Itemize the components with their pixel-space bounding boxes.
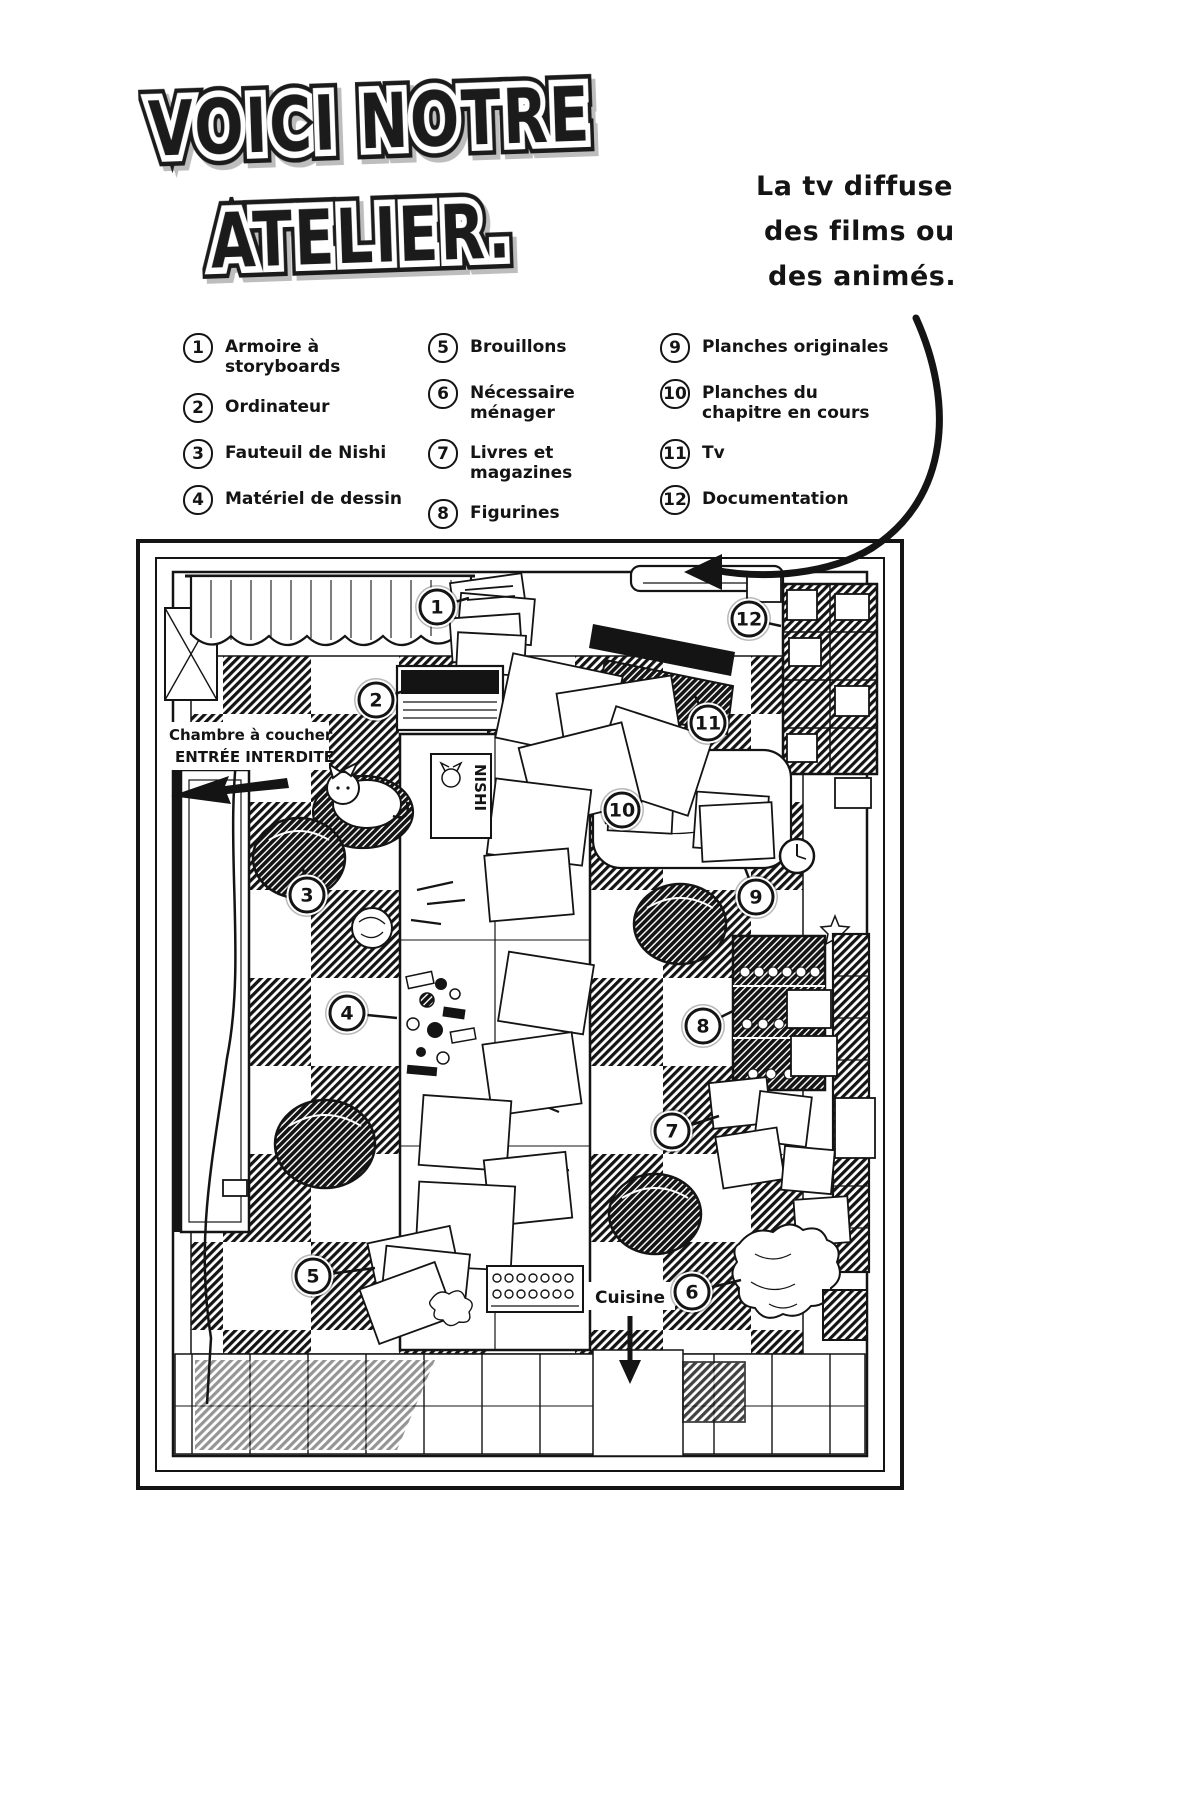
curtains bbox=[185, 574, 475, 647]
legend-label-6: Nécessaire ménager bbox=[470, 383, 575, 423]
legend-number-5: 5 bbox=[428, 333, 458, 363]
legend-label-4: Matériel de dessin bbox=[225, 489, 403, 509]
draft-papers bbox=[358, 1224, 473, 1346]
legend-label-9: Planches originales bbox=[702, 337, 889, 357]
legend-item-1: 1 Armoire à storyboards bbox=[183, 333, 428, 377]
tv-note-line-3: des animés. bbox=[768, 261, 957, 292]
map-marker-3: 3 bbox=[288, 876, 326, 914]
power-cord bbox=[203, 737, 241, 1405]
legend-label-11: Tv bbox=[702, 443, 725, 463]
map-marker-12: 12 bbox=[730, 600, 768, 638]
legend-number-9: 9 bbox=[660, 333, 690, 363]
map-marker-1: 1 bbox=[418, 588, 456, 626]
kitchen-label: Cuisine bbox=[595, 1288, 665, 1308]
pen-tray bbox=[486, 1265, 584, 1313]
outlet bbox=[222, 1179, 248, 1197]
office-chair-2 bbox=[273, 1098, 377, 1190]
legend-item-3: 3 Fauteuil de Nishi bbox=[183, 439, 428, 469]
legend-number-4: 4 bbox=[183, 485, 213, 515]
legend-column-1: 1 Armoire à storyboards 2 Ordinateur 3 F… bbox=[183, 333, 428, 529]
wall-clock bbox=[778, 837, 816, 875]
legend-number-8: 8 bbox=[428, 499, 458, 529]
legend-item-12: 12 Documentation bbox=[660, 485, 895, 515]
kitchen-annotation: Cuisine bbox=[585, 1282, 675, 1384]
map-marker-11: 11 bbox=[689, 704, 727, 742]
legend-item-6: 6 Nécessaire ménager bbox=[428, 379, 660, 423]
legend-label-5: Brouillons bbox=[470, 337, 567, 357]
map-marker-5: 5 bbox=[294, 1257, 332, 1295]
legend-column-3: 9 Planches originales 10 Planches du cha… bbox=[660, 333, 895, 529]
cat-toy bbox=[351, 907, 393, 949]
legend: 1 Armoire à storyboards 2 Ordinateur 3 F… bbox=[183, 333, 895, 529]
legend-column-2: 5 Brouillons 6 Nécessaire ménager 7 Livr… bbox=[428, 333, 660, 529]
drawing-materials bbox=[405, 970, 477, 1077]
door-gap bbox=[173, 770, 181, 1232]
office-chair-3 bbox=[607, 1172, 703, 1256]
page-title: VOICI NOTRE ATELIER. bbox=[147, 70, 596, 286]
legend-number-7: 7 bbox=[428, 439, 458, 469]
tv-note: La tv diffuse des films ou des animés. bbox=[756, 164, 956, 299]
genkan-mat bbox=[682, 1361, 746, 1423]
legend-item-9: 9 Planches originales bbox=[660, 333, 895, 363]
legend-number-11: 11 bbox=[660, 439, 690, 469]
legend-item-8: 8 Figurines bbox=[428, 499, 660, 529]
nishi-label: NISHI bbox=[471, 764, 489, 811]
laptop bbox=[395, 664, 505, 732]
legend-item-7: 7 Livres et magazines bbox=[428, 439, 660, 483]
laundry-pile bbox=[731, 1223, 868, 1341]
legend-item-4: 4 Matériel de dessin bbox=[183, 485, 428, 515]
map-marker-4: 4 bbox=[328, 994, 366, 1032]
legend-number-10: 10 bbox=[660, 379, 690, 409]
atelier-map: NISHI bbox=[135, 538, 905, 1491]
legend-label-3: Fauteuil de Nishi bbox=[225, 443, 387, 463]
legend-item-2: 2 Ordinateur bbox=[183, 393, 428, 423]
legend-number-6: 6 bbox=[428, 379, 458, 409]
legend-label-2: Ordinateur bbox=[225, 397, 330, 417]
map-marker-2: 2 bbox=[357, 681, 395, 719]
bedroom-arrow bbox=[171, 776, 289, 804]
magazine-boxes bbox=[707, 989, 876, 1247]
bedroom-note-line-2: ENTRÉE INTERDITE bbox=[175, 747, 334, 766]
nishi-nameplate: NISHI bbox=[430, 753, 492, 839]
legend-label-1: Armoire à storyboards bbox=[225, 337, 341, 377]
legend-label-7: Livres et magazines bbox=[470, 443, 573, 483]
legend-item-5: 5 Brouillons bbox=[428, 333, 660, 363]
documentation-shelf bbox=[746, 575, 879, 809]
legend-label-8: Figurines bbox=[470, 503, 560, 523]
map-marker-6: 6 bbox=[673, 1273, 711, 1311]
legend-label-10: Planches du chapitre en cours bbox=[702, 383, 870, 423]
tv-note-line-2: des films ou bbox=[764, 216, 955, 247]
legend-item-11: 11 Tv bbox=[660, 439, 895, 469]
floorplan-illustration: NISHI bbox=[136, 539, 904, 1490]
legend-number-2: 2 bbox=[183, 393, 213, 423]
legend-item-10: 10 Planches du chapitre en cours bbox=[660, 379, 895, 423]
title-line-2: ATELIER. bbox=[209, 184, 597, 286]
tv-note-line-1: La tv diffuse bbox=[756, 171, 953, 202]
map-marker-8: 8 bbox=[684, 1007, 722, 1045]
bedroom-note-line-1: Chambre à coucher bbox=[169, 726, 333, 744]
office-chair-1 bbox=[632, 882, 728, 966]
wood-floor-shadow bbox=[195, 1360, 435, 1450]
map-marker-10: 10 bbox=[603, 791, 641, 829]
legend-number-1: 1 bbox=[183, 333, 213, 363]
legend-number-12: 12 bbox=[660, 485, 690, 515]
legend-number-3: 3 bbox=[183, 439, 213, 469]
map-marker-9: 9 bbox=[737, 878, 775, 916]
map-marker-7: 7 bbox=[653, 1112, 691, 1150]
legend-label-12: Documentation bbox=[702, 489, 849, 509]
title-line-1: VOICI NOTRE bbox=[147, 70, 593, 174]
bedroom-door bbox=[179, 768, 251, 1234]
storyboard-stack bbox=[448, 572, 536, 677]
cat bbox=[326, 760, 409, 829]
bedroom-annotation: Chambre à coucher ENTRÉE INTERDITE bbox=[163, 722, 334, 804]
